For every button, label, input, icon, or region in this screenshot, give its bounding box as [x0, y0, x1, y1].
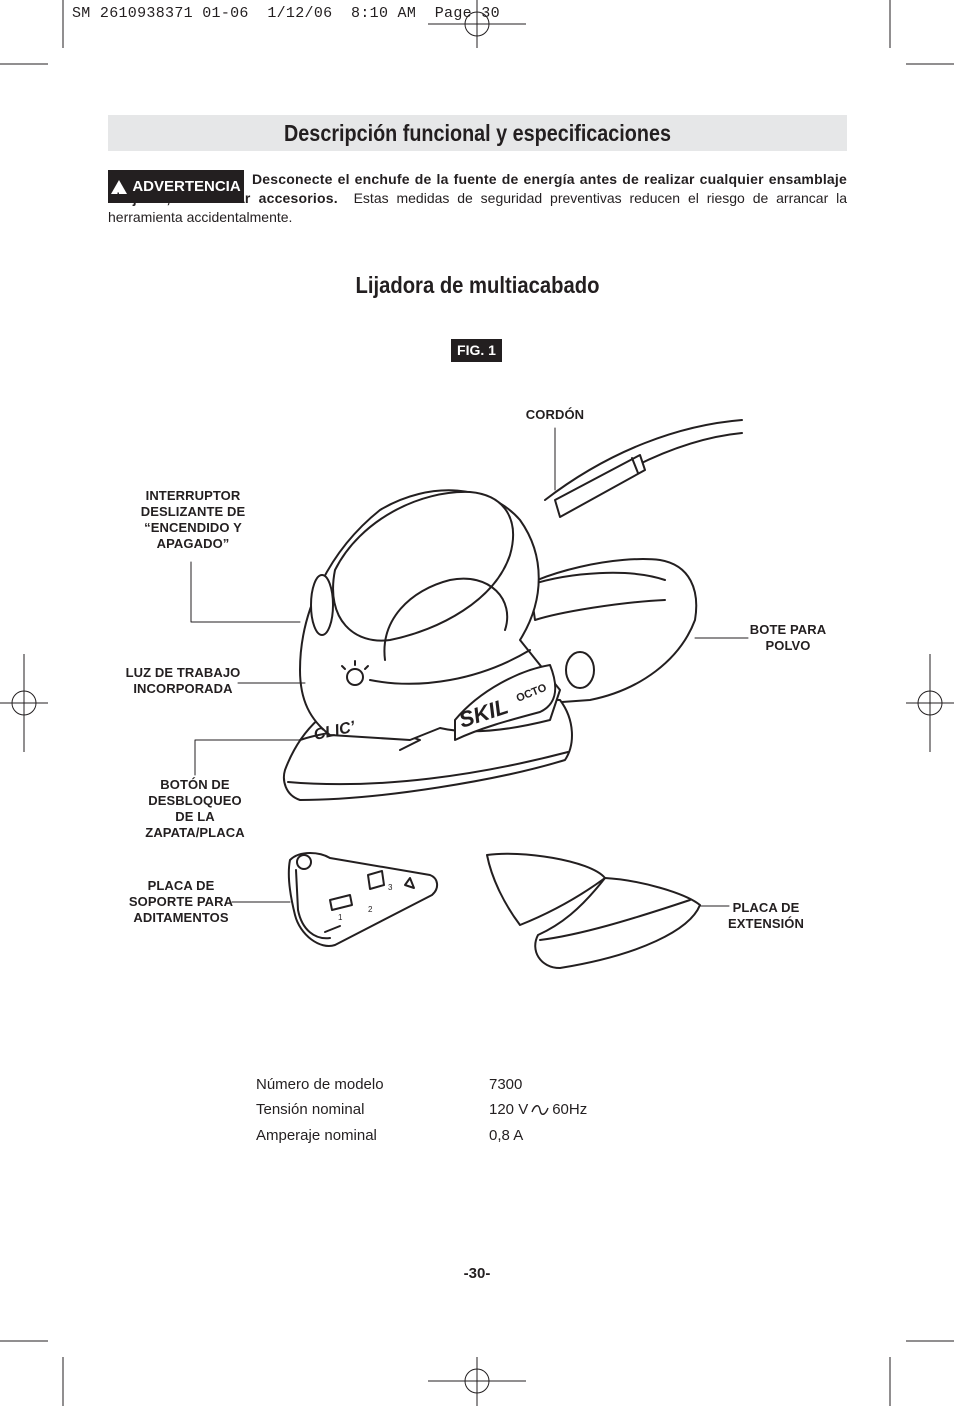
- label-extension-line: EXTENSIÓN: [727, 916, 805, 931]
- spec-label: Tensión nominal: [256, 1101, 365, 1118]
- figure-badge: FIG. 1: [451, 339, 502, 362]
- label-release: BOTÓN DE DESBLOQUEO DE LA ZAPATA/PLACA: [135, 777, 255, 841]
- label-release-line: DE LA: [175, 809, 215, 824]
- plate-number-1: 1: [338, 913, 343, 922]
- label-switch-line: INTERRUPTOR: [145, 488, 241, 503]
- label-dust-line: BOTE PARA: [749, 622, 827, 637]
- spec-value-text: 0,8 A: [489, 1127, 524, 1144]
- label-switch-line: APAGADO”: [156, 536, 230, 551]
- label-backing-line: ADITAMENTOS: [133, 910, 229, 925]
- ac-wave-icon: [531, 1105, 549, 1115]
- warning-normal-text: Estas medidas de seguridad preventivas r…: [108, 190, 848, 225]
- spec-value: 7300: [489, 1075, 522, 1095]
- label-switch-line: DESLIZANTE DE: [140, 504, 246, 519]
- warning-paragraph: Desconecte el enchufe de la fuente de en…: [108, 170, 847, 227]
- print-slug: SM 2610938371 01-06 1/12/06 8:10 AM Page…: [72, 5, 500, 22]
- label-light-line: LUZ DE TRABAJO: [125, 665, 241, 680]
- label-dust: BOTE PARA POLVO: [738, 622, 838, 654]
- label-switch-line: “ENCENDIDO Y: [144, 520, 242, 535]
- label-extension-line: PLACA DE: [732, 900, 800, 915]
- label-release-line: BOTÓN DE: [160, 777, 230, 792]
- label-light-line: INCORPORADA: [133, 681, 233, 696]
- warning-badge-label: ADVERTENCIA: [132, 178, 241, 195]
- spec-label: Amperaje nominal: [256, 1127, 377, 1144]
- page-number: -30-: [463, 1265, 491, 1282]
- plate-number-2: 2: [368, 905, 373, 914]
- section-subtitle: Lijadora de multiacabado: [355, 272, 600, 298]
- page-title: Descripción funcional y especificaciones: [284, 120, 671, 146]
- label-cord: CORDÓN: [525, 407, 585, 422]
- label-light: LUZ DE TRABAJO INCORPORADA: [118, 665, 248, 697]
- label-backing-line: PLACA DE: [147, 878, 215, 893]
- label-release-line: DESBLOQUEO: [148, 793, 242, 808]
- warning-badge: ADVERTENCIA: [108, 170, 244, 214]
- label-extension: PLACA DE EXTENSIÓN: [716, 900, 816, 932]
- spec-value: 120 V 60Hz: [489, 1100, 587, 1120]
- spec-value-text: 7300: [489, 1076, 523, 1093]
- label-release-line: ZAPATA/PLACA: [145, 825, 245, 840]
- spec-value-text: 120 V: [489, 1101, 529, 1118]
- label-switch: INTERRUPTOR DESLIZANTE DE “ENCENDIDO Y A…: [128, 488, 258, 552]
- warning-triangle-icon: [111, 179, 128, 214]
- spec-value-text: 60Hz: [552, 1101, 588, 1118]
- label-backing: PLACA DE SOPORTE PARA ADITAMENTOS: [121, 878, 241, 926]
- spec-label: Número de modelo: [256, 1076, 384, 1093]
- label-backing-line: SOPORTE PARA: [128, 894, 234, 909]
- plate-number-3: 3: [388, 883, 393, 892]
- spec-value: 0,8 A: [489, 1126, 523, 1146]
- title-bar: [108, 115, 847, 151]
- label-dust-line: POLVO: [765, 638, 811, 653]
